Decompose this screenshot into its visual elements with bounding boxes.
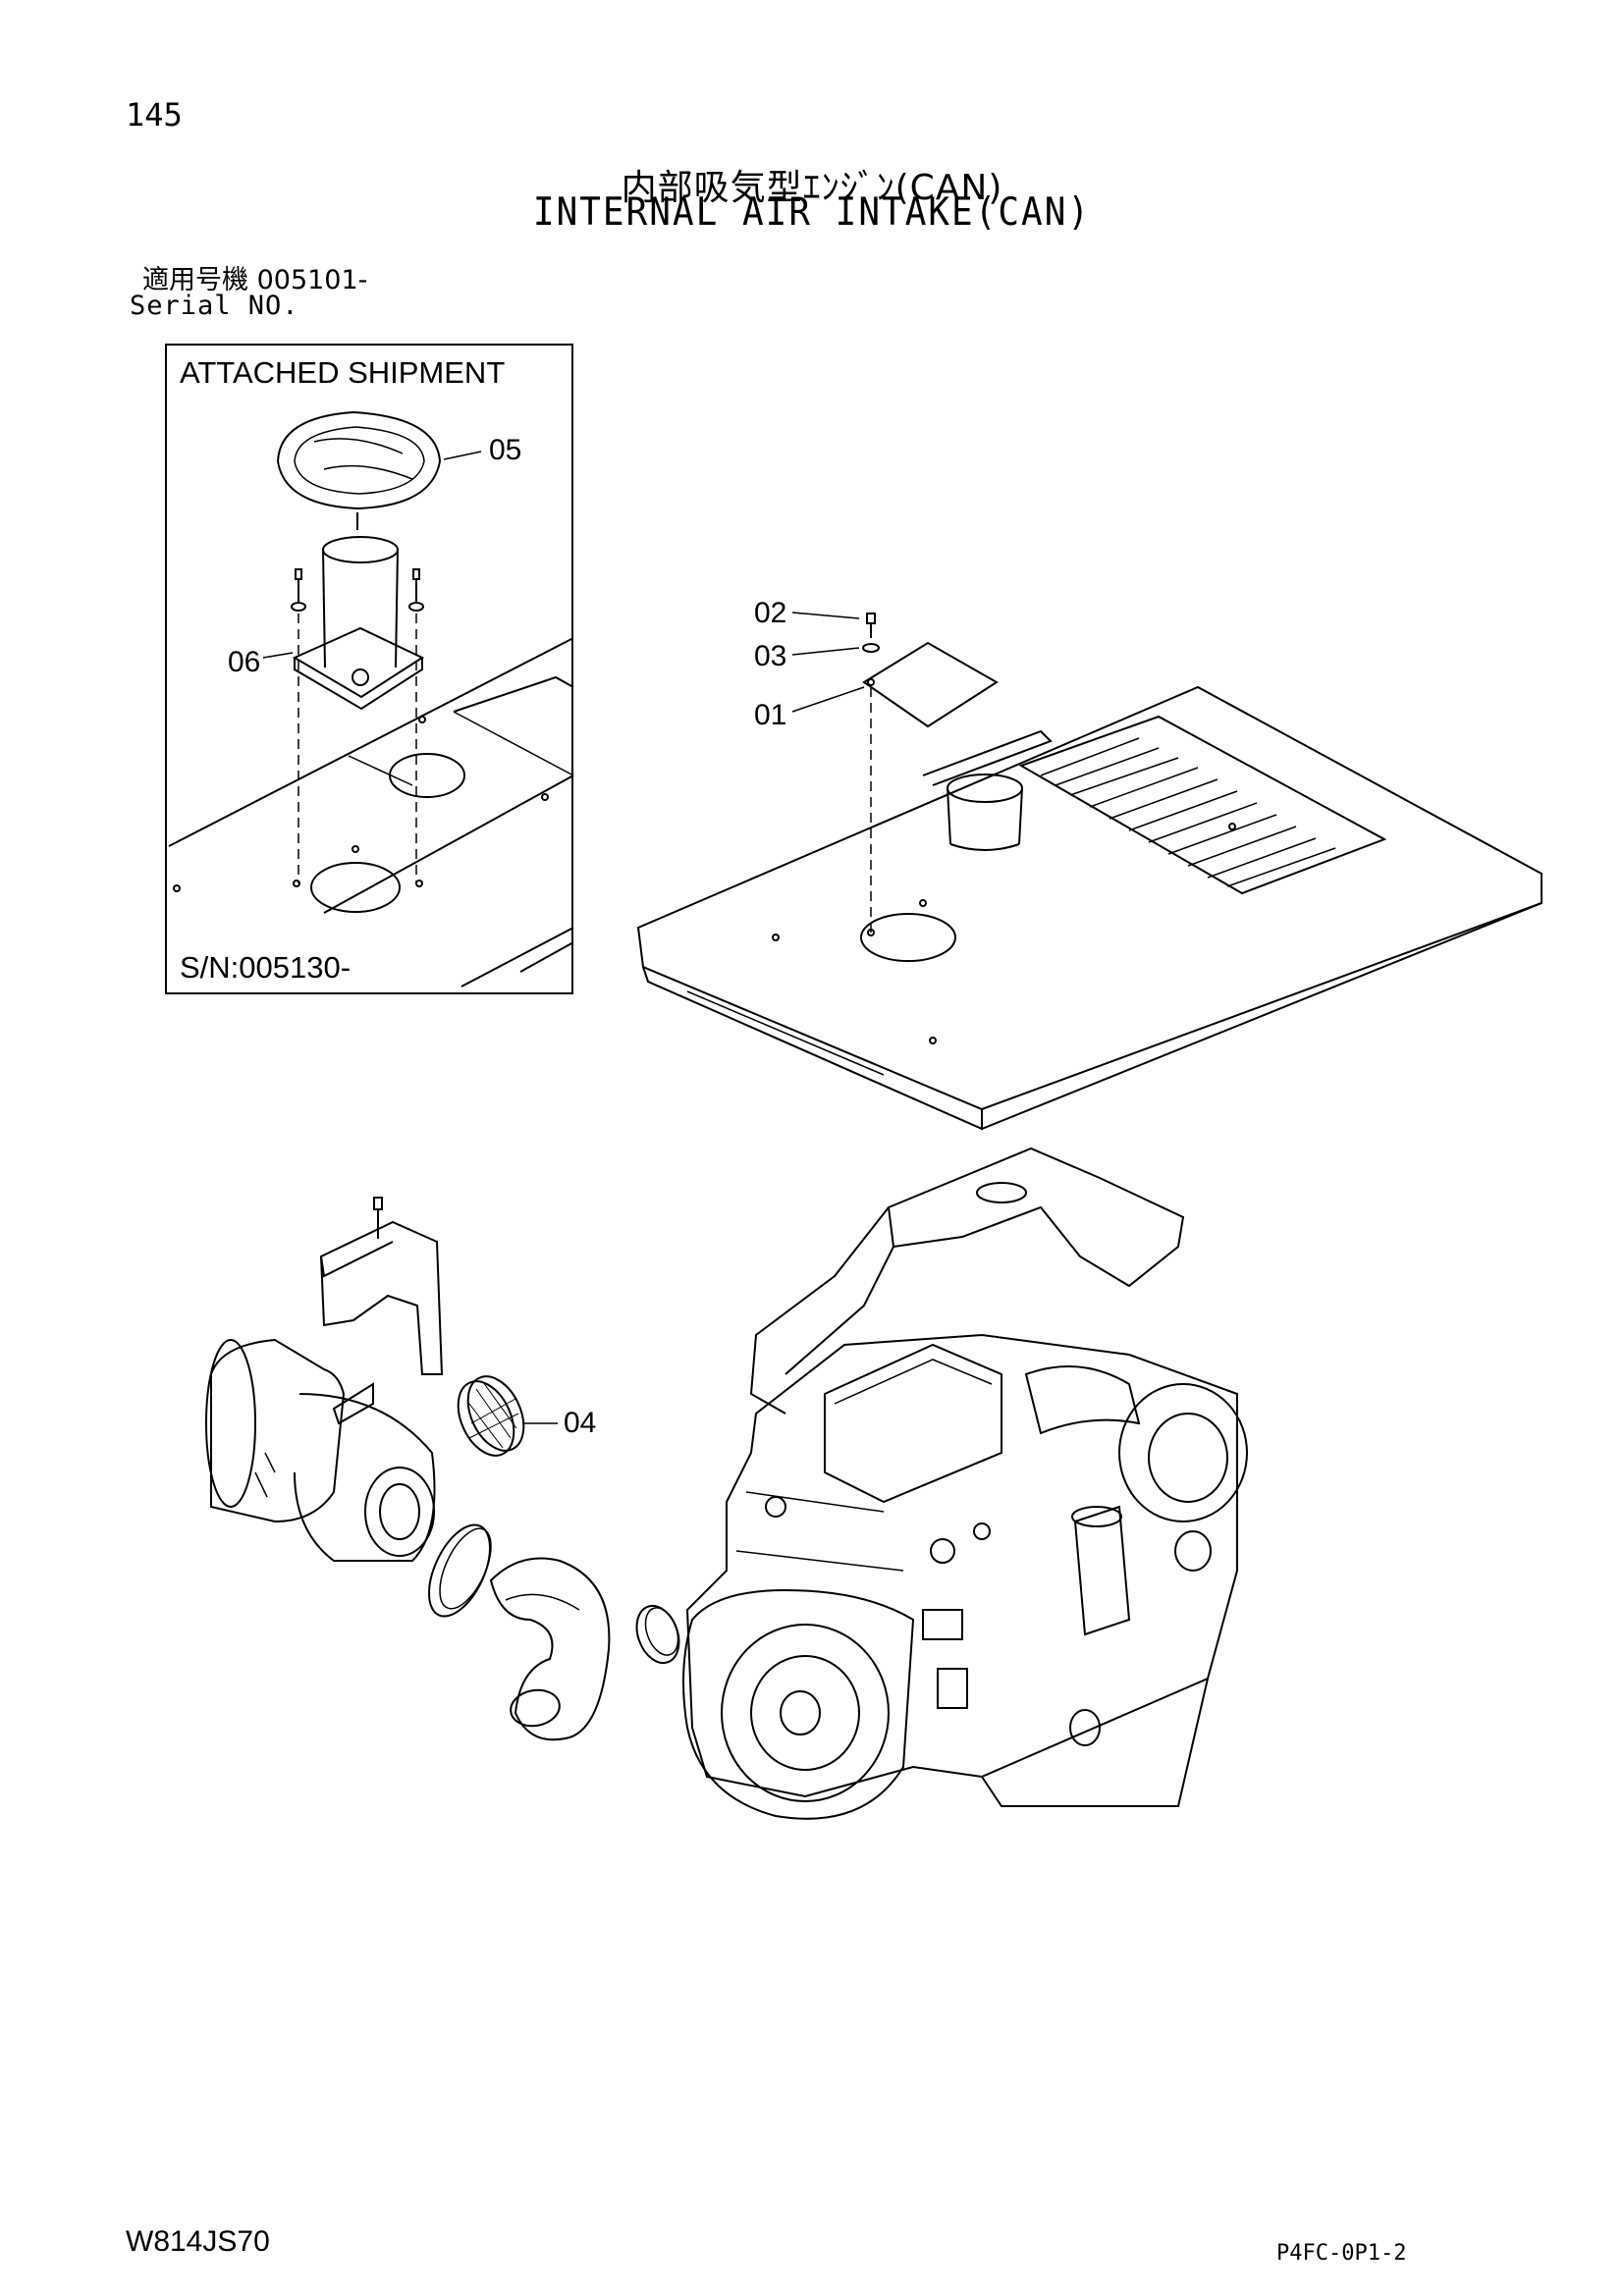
inset-title: ATTACHED SHIPMENT	[180, 355, 506, 390]
hose-clamp-right	[629, 1600, 686, 1669]
page-title-japanese: 内部吸気型ｴﾝｼﾞﾝ(CAN)	[621, 168, 1003, 208]
callout-01: 01	[754, 699, 787, 731]
louvre-slots	[1041, 738, 1335, 886]
page-title-english: INTERNAL AIR INTAKE(CAN)	[532, 189, 1092, 236]
inset-rain-cap	[278, 412, 481, 530]
engine-assembly	[683, 1148, 1247, 1819]
attached-shipment-inset	[165, 344, 573, 994]
mounting-bracket	[321, 1198, 442, 1374]
serial-label-japanese: 適用号機 005101-	[142, 265, 368, 295]
callout-05: 05	[489, 434, 522, 466]
serial-label-english: Serial NO.	[130, 291, 299, 321]
inset-serial-number: S/N:005130-	[180, 950, 352, 985]
callout-06: 06	[228, 646, 261, 678]
intake-hose	[491, 1559, 609, 1740]
callout-03: 03	[754, 640, 787, 672]
engine-cover	[638, 613, 1542, 1129]
air-cleaner	[206, 1340, 435, 1561]
mesh-screen	[447, 1367, 558, 1465]
model-number: W814JS70	[126, 2225, 270, 2258]
hose-clamp-left	[416, 1516, 503, 1626]
inset-intake-pipe	[263, 537, 423, 883]
page-number: 145	[126, 96, 183, 133]
callout-02: 02	[754, 597, 787, 629]
inset-illustration	[169, 412, 573, 987]
page-code: P4FC-0P1-2	[1276, 2241, 1407, 2266]
callout-04: 04	[564, 1407, 597, 1439]
